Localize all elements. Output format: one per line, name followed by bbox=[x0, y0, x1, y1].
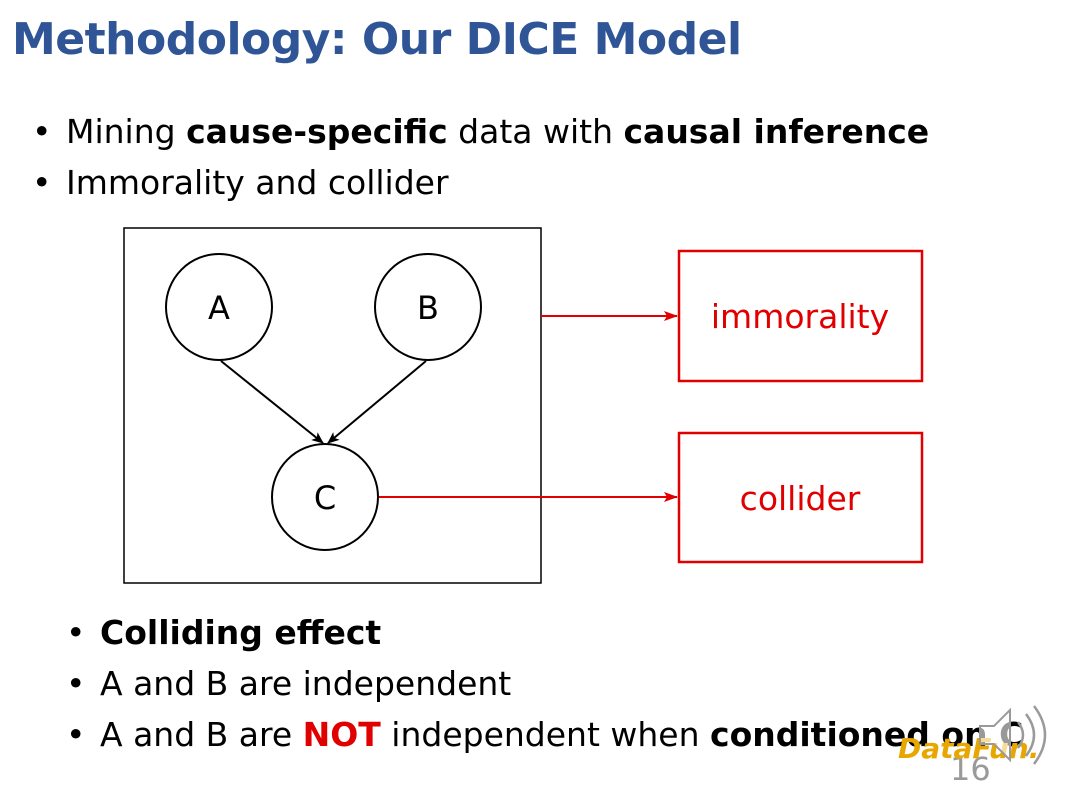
node-c-circle bbox=[271, 443, 379, 551]
bullet-mining: Mining cause-specific data with causal i… bbox=[30, 106, 929, 157]
slide-title: Methodology: Our DICE Model bbox=[12, 14, 742, 65]
bullet-text: A and B are bbox=[100, 715, 303, 754]
collider-label: collider bbox=[740, 479, 861, 518]
speaker-icon[interactable] bbox=[972, 700, 1052, 770]
node-c-label: C bbox=[314, 479, 336, 517]
node-a-label: A bbox=[208, 289, 230, 327]
immorality-label: immorality bbox=[711, 297, 889, 336]
collider-box bbox=[677, 431, 924, 564]
bullet-text-bold: cause-specific bbox=[186, 112, 448, 151]
edge-a-to-c bbox=[220, 360, 324, 444]
bullet-text-red-bold: NOT bbox=[302, 715, 381, 754]
bullet-text-bold: Colliding effect bbox=[100, 613, 382, 652]
bullet-colliding-effect: Colliding effect bbox=[64, 607, 1023, 658]
bullet-immorality-collider: Immorality and collider bbox=[30, 157, 929, 208]
bullet-text-bold: causal inference bbox=[623, 112, 930, 151]
datafun-logo: DataFun. bbox=[898, 732, 1040, 765]
bullet-text: independent when bbox=[380, 715, 711, 754]
bullet-text: Immorality and collider bbox=[66, 163, 449, 202]
edge-b-to-c bbox=[327, 360, 427, 444]
node-a-circle bbox=[165, 253, 273, 361]
bullet-not-independent: A and B are NOT independent when conditi… bbox=[64, 709, 1023, 760]
page-number: 16 bbox=[950, 750, 991, 788]
top-bullet-list: Mining cause-specific data with causal i… bbox=[30, 106, 929, 208]
bullet-text: A and B are independent bbox=[100, 664, 512, 703]
node-b-circle bbox=[374, 253, 482, 361]
node-b-label: B bbox=[417, 289, 439, 327]
graph-frame bbox=[123, 227, 542, 584]
bullet-text: Mining bbox=[66, 112, 187, 151]
bullet-text: data with bbox=[447, 112, 624, 151]
bullet-independent: A and B are independent bbox=[64, 658, 1023, 709]
bullet-text-bold: conditioned on C bbox=[710, 715, 1024, 754]
immorality-box bbox=[677, 249, 924, 383]
bottom-bullet-list: Colliding effect A and B are independent… bbox=[64, 607, 1023, 760]
